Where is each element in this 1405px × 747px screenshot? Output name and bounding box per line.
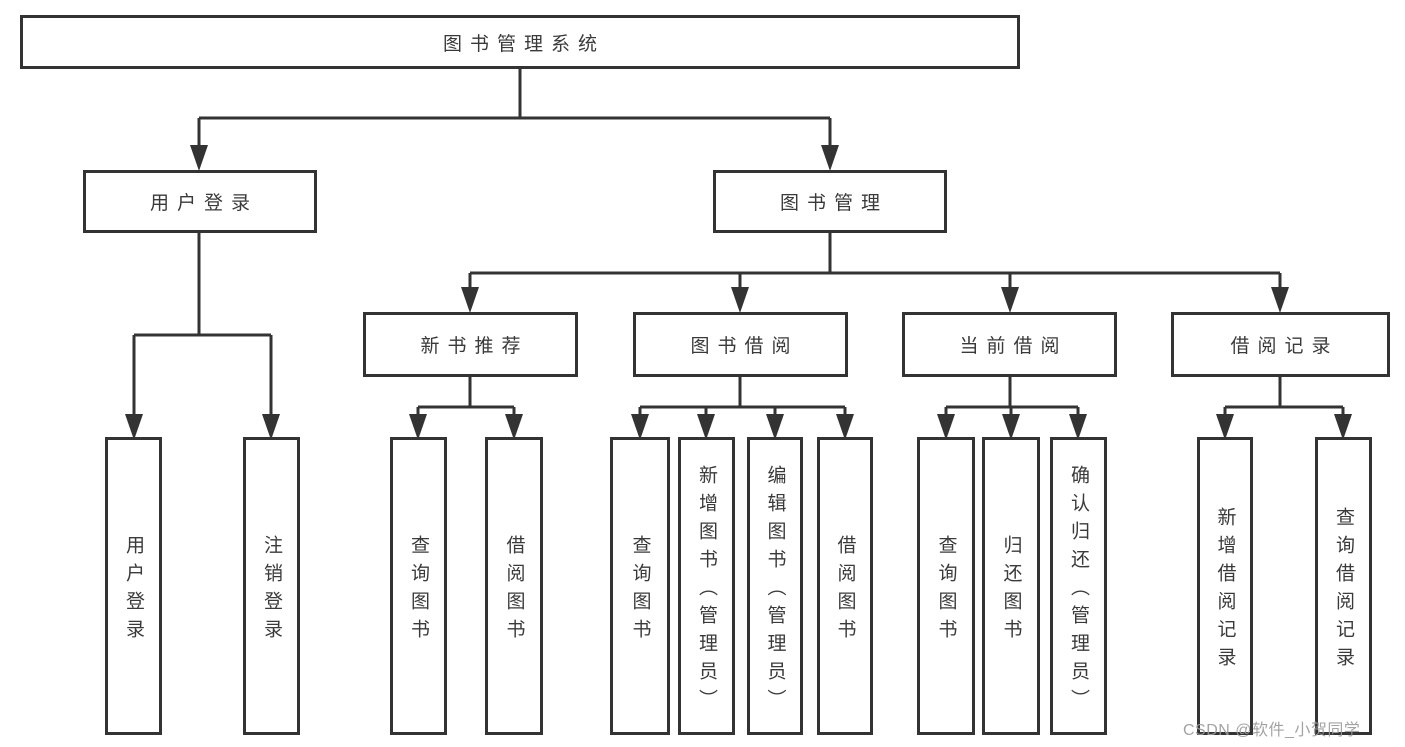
node-label: 借阅记录	[1230, 336, 1339, 357]
leaf-query-books-current: 查询图书	[917, 437, 975, 735]
leaf-add-book-admin: 新增图书（管理员）	[678, 437, 735, 735]
node-label: 图书借阅	[690, 336, 799, 357]
node-label: 新书推荐	[420, 336, 529, 357]
node-book-borrowing: 图书借阅	[633, 312, 848, 377]
node-current-borrowing: 当前借阅	[902, 312, 1117, 377]
node-label: 新增图书（管理员）	[696, 464, 717, 717]
node-label: 确认归还（管理员）	[1068, 464, 1089, 717]
node-library-management-system: 图书管理系统	[20, 15, 1020, 69]
node-label: 新增借阅记录	[1214, 506, 1236, 675]
node-borrowing-records: 借阅记录	[1171, 312, 1390, 377]
leaf-edit-book-admin: 编辑图书（管理员）	[747, 437, 803, 735]
node-label: 查询图书	[629, 534, 651, 647]
node-label: 借阅图书	[834, 534, 856, 647]
leaf-query-books-borrowing: 查询图书	[610, 437, 670, 735]
node-label: 用户登录	[149, 193, 258, 214]
node-label: 当前借阅	[959, 336, 1068, 357]
node-label: 图书管理	[779, 193, 888, 214]
node-label: 注销登录	[261, 534, 282, 647]
arrowheads	[125, 145, 1352, 440]
node-label: 查询图书	[935, 534, 957, 647]
leaf-confirm-return-admin: 确认归还（管理员）	[1050, 437, 1107, 735]
node-label: 归还图书	[1000, 534, 1022, 647]
node-label: 查询图书	[408, 534, 429, 647]
leaf-query-books-recommend: 查询图书	[390, 437, 447, 735]
leaf-borrow-books-recommend: 借阅图书	[485, 437, 543, 735]
node-label: 用户登录	[123, 534, 144, 647]
node-label: 图书管理系统	[442, 33, 605, 55]
node-user-login: 用户登录	[83, 170, 317, 233]
leaf-logout: 注销登录	[243, 437, 300, 735]
node-book-management: 图书管理	[713, 170, 947, 233]
node-label: 借阅图书	[503, 534, 525, 647]
csdn-watermark: CSDN @软件_小贺同学	[1183, 722, 1361, 739]
node-label: 查询借阅记录	[1333, 506, 1354, 675]
leaf-return-books: 归还图书	[982, 437, 1040, 735]
leaf-add-borrow-record: 新增借阅记录	[1197, 437, 1253, 735]
leaf-borrow-books-borrowing: 借阅图书	[817, 437, 873, 735]
node-new-book-recommendation: 新书推荐	[363, 312, 578, 377]
leaf-user-login: 用户登录	[105, 437, 162, 735]
leaf-query-borrow-record: 查询借阅记录	[1315, 437, 1372, 735]
node-label: 编辑图书（管理员）	[764, 464, 786, 717]
